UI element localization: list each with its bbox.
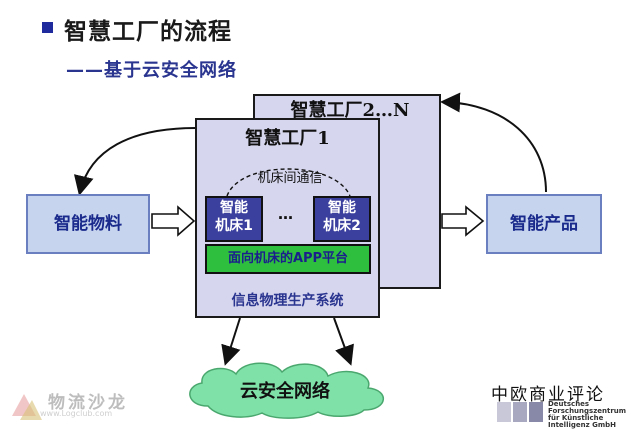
page-title: 智慧工厂的流程 — [64, 19, 232, 45]
machine-ellipsis: … — [278, 205, 293, 223]
machine-comm-arc — [226, 168, 351, 197]
logclub-logo-url: www.Logclub.com — [40, 409, 113, 418]
output-block-arrow — [441, 205, 485, 237]
cloud-arrow-left — [221, 317, 241, 366]
input-block-arrow — [151, 205, 196, 237]
cloud-icon — [189, 362, 385, 419]
logclub-logo-text: 物流沙龙 — [48, 393, 128, 413]
cloud-network-label: 云安全网络 — [240, 381, 330, 402]
page-subtitle: ——基于云安全网络 — [66, 60, 237, 81]
logclub-logo-icon — [12, 394, 42, 420]
ceibs-watermark-text: 中欧商业评论 — [491, 385, 605, 405]
title-bullet-icon — [42, 22, 53, 33]
smart-machine-2: 智能 机床2 — [313, 196, 371, 242]
smart-materials-box: 智能物料 — [26, 194, 150, 254]
smart-products-box: 智能产品 — [486, 194, 602, 254]
machine-comm-label: 机床间通信 — [257, 171, 323, 186]
factory-1-label: 智慧工厂1 — [245, 128, 330, 149]
app-platform-box: 面向机床的APP平台 — [205, 244, 371, 274]
cps-label: 信息物理生产系统 — [231, 293, 344, 309]
factory-2-n-label: 智慧工厂2…N — [290, 100, 410, 121]
smart-machine-2-label: 智能 机床2 — [323, 200, 361, 234]
smart-machine-1: 智能 机床1 — [205, 196, 263, 242]
feedback-arrow-left — [73, 127, 197, 196]
cloud-arrow-right — [333, 317, 354, 366]
smart-machine-1-label: 智能 机床1 — [215, 200, 253, 234]
feedback-arrow-right — [440, 92, 547, 193]
dfki-logo-icon — [497, 402, 543, 422]
